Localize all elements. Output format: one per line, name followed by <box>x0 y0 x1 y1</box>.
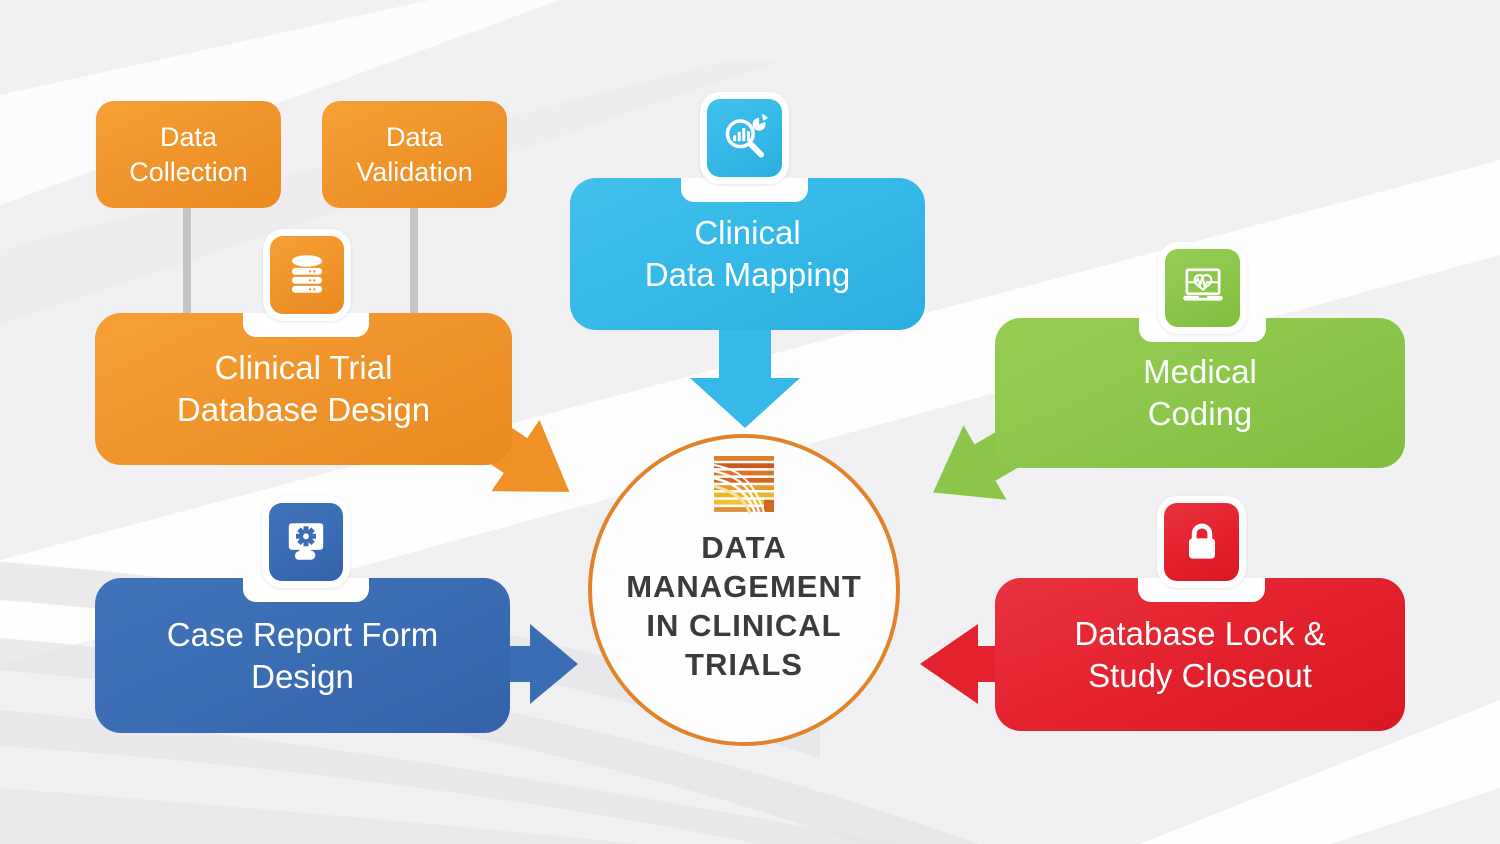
arrow-database-lock-to-center <box>920 624 996 704</box>
node-label: Data <box>159 122 218 153</box>
laptop-heartbeat-icon <box>1158 242 1247 334</box>
center-title: DATA MANAGEMENT IN CLINICAL TRIALS <box>626 530 862 683</box>
center-circle-data-management: DATA MANAGEMENT IN CLINICAL TRIALS <box>588 434 900 746</box>
node-label: Study Closeout <box>1088 656 1312 694</box>
node-label: Coding <box>1147 395 1253 432</box>
node-clinical-data-mapping: Clinical Data Mapping <box>570 178 925 330</box>
chart-magnifier-icon <box>700 92 789 184</box>
node-label: Validation <box>356 156 473 187</box>
arrow-case-report-to-center <box>508 624 578 704</box>
node-label: Medical <box>1143 353 1257 391</box>
padlock-icon <box>1157 496 1246 588</box>
node-label: Clinical <box>694 214 801 252</box>
node-label: Collection <box>129 156 248 187</box>
node-label: Data Mapping <box>644 256 851 293</box>
striped-swoosh-logo <box>713 456 774 514</box>
connector-data-validation <box>410 205 418 317</box>
node-medical-coding: Medical Coding <box>995 318 1405 468</box>
database-icon <box>263 229 351 321</box>
node-label: Database Design <box>176 391 431 428</box>
monitor-gear-icon <box>262 496 350 588</box>
node-database-lock-study-closeout: Database Lock & Study Closeout <box>995 578 1405 731</box>
node-label: Design <box>251 657 354 695</box>
node-case-report-form-design: Case Report Form Design <box>95 578 510 733</box>
node-label: Case Report Form <box>166 615 439 653</box>
node-label: Clinical Trial <box>214 349 393 387</box>
node-label: Data <box>385 122 444 153</box>
connector-data-collection <box>183 205 191 317</box>
node-clinical-trial-database-design: Clinical Trial Database Design <box>95 313 512 465</box>
node-data-collection: Data Collection <box>96 101 281 208</box>
node-label: Database Lock & <box>1074 614 1326 652</box>
arrow-data-mapping-to-center <box>690 326 800 428</box>
node-data-validation: Data Validation <box>322 101 507 208</box>
